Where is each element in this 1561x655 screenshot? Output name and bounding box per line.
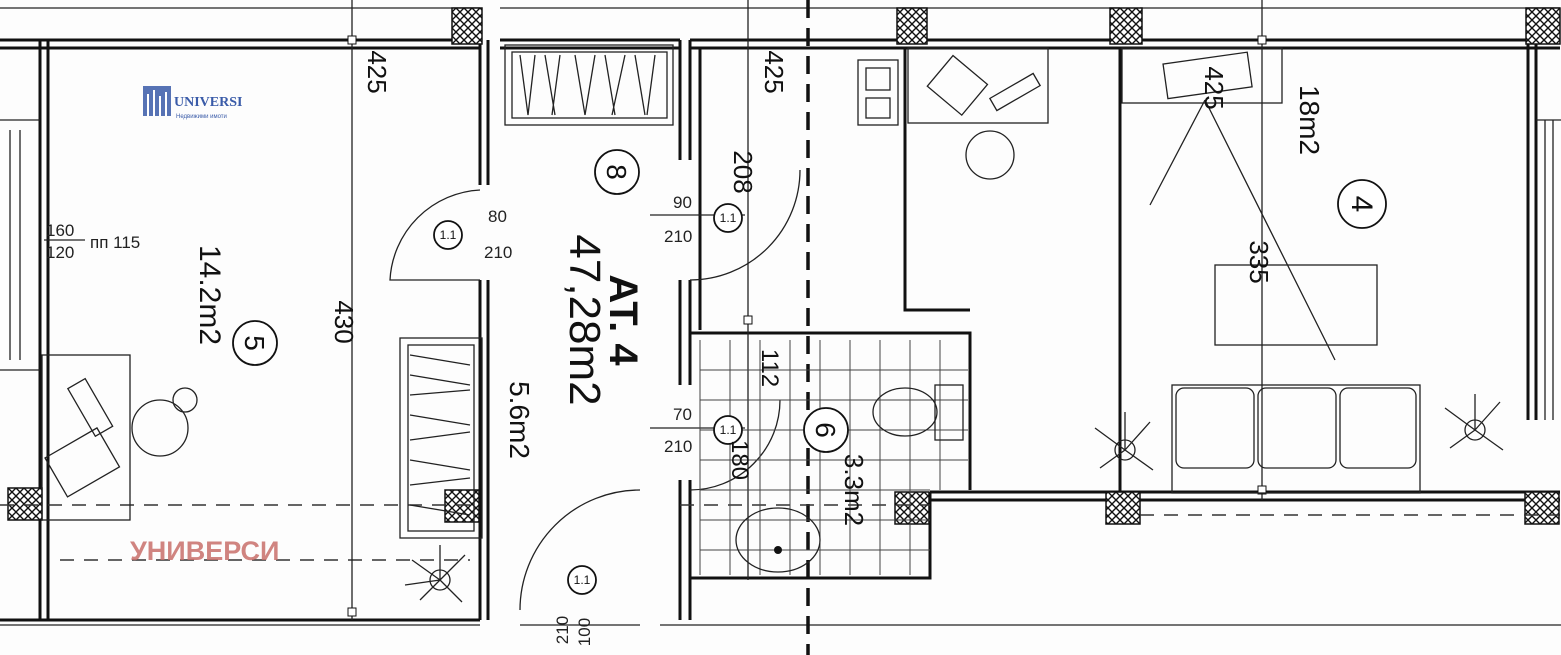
logo-name: UNIVERSI — [174, 95, 242, 110]
door-4-height: 210 — [553, 616, 572, 644]
toilet — [872, 384, 964, 441]
door-tag-marker-3 — [713, 415, 743, 445]
window-sill: пп 115 — [90, 233, 140, 252]
plant-hall — [404, 545, 466, 603]
window-bottom: 120 — [46, 243, 74, 262]
room-6-area: 3.3m2 — [839, 454, 869, 526]
dim-335: 335 — [1244, 240, 1274, 283]
door-1-width: 80 — [488, 207, 507, 226]
room-5-marker — [232, 320, 278, 366]
logo-tagline: Недвижими имоти — [176, 114, 227, 120]
text-watermark: УНИВЕРСИ — [130, 536, 280, 566]
door-swings — [389, 169, 801, 611]
universi-logo: UNIVERSI Недвижими имоти — [143, 86, 242, 120]
dim-425-left: 425 — [362, 50, 392, 93]
desk-room-5 — [41, 354, 198, 521]
door-1-tag: 1.1 — [440, 228, 457, 242]
coffee-table — [1214, 264, 1378, 346]
door-3-height: 210 — [664, 437, 692, 456]
room-5-area: 14.2m2 — [193, 245, 226, 345]
wardrobe-hall — [399, 337, 483, 539]
dim-425-mid: 425 — [759, 50, 789, 93]
door-tag-marker-1 — [433, 220, 463, 250]
room-8-marker — [594, 149, 640, 195]
dim-425-right: 425 — [1199, 66, 1229, 109]
room-4-marker — [1337, 179, 1387, 229]
dim-112: 112 — [756, 349, 783, 387]
room-4-number: 4 — [1345, 196, 1378, 213]
room-8-number: 8 — [601, 164, 632, 180]
tv-stand — [1121, 47, 1336, 361]
dashed-guides — [0, 504, 1560, 561]
dim-208: 208 — [728, 150, 758, 193]
sofa — [1171, 384, 1421, 494]
room-5-number: 5 — [239, 335, 270, 351]
apartment-label: АТ. 4 — [601, 274, 645, 366]
door-tag-marker-2 — [713, 203, 743, 233]
plant-right — [1444, 394, 1504, 451]
desk-room-4 — [907, 47, 1049, 180]
dim-180: 180 — [726, 440, 753, 480]
door-4-width: 100 — [575, 618, 594, 646]
door-3-tag: 1.1 — [720, 423, 737, 437]
room-6-number: 6 — [810, 422, 841, 438]
washbasin — [735, 507, 821, 573]
door-4-tag: 1.1 — [574, 573, 591, 587]
wardrobe-top — [504, 44, 674, 126]
room-4-area: 18m2 — [1294, 85, 1325, 155]
apartment-area: 47,28m2 — [560, 234, 609, 405]
window-top: 160 — [46, 221, 74, 240]
kitchen-unit — [857, 59, 899, 126]
door-1-height: 210 — [484, 243, 512, 262]
door-2-height: 210 — [664, 227, 692, 246]
dimension-lines — [44, 0, 1267, 620]
dim-430: 430 — [329, 300, 359, 343]
door-3-width: 70 — [673, 405, 692, 424]
walls — [0, 7, 1561, 626]
door-2-tag: 1.1 — [720, 211, 737, 225]
room-6-marker — [803, 407, 849, 453]
room-8-area: 5.6m2 — [504, 381, 535, 459]
structural-columns — [7, 7, 1561, 525]
door-2-width: 90 — [673, 193, 692, 212]
door-tag-marker-4 — [567, 565, 597, 595]
plant-left — [1094, 412, 1154, 471]
